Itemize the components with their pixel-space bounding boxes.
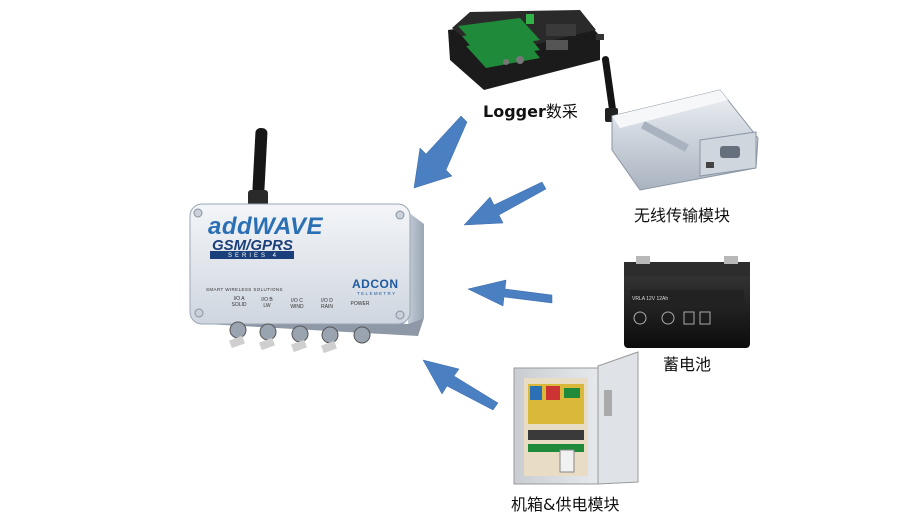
device-slogan: SMART WIRELESS SOLUTIONS <box>206 287 283 292</box>
battery-image: VRLA 12V 12Ah <box>624 256 750 348</box>
cabinet-image <box>513 351 639 485</box>
svg-text:VRLA 12V 12Ah: VRLA 12V 12Ah <box>632 296 668 302</box>
device-series: SERIES 4 <box>228 253 280 259</box>
addwave-device-image <box>189 127 424 354</box>
logger-image <box>448 10 604 90</box>
battery-label: 蓄电池 <box>663 355 712 374</box>
logger-label-en: Logger <box>483 102 546 121</box>
arrow-from-logger <box>413 115 468 189</box>
device-brand: addWAVE <box>208 213 324 240</box>
cabinet-label-pre: 机箱 <box>511 495 544 514</box>
logger-label-cn: 数采 <box>545 102 578 121</box>
gprs-modem-image <box>601 56 759 191</box>
cabinet-label-post: 供电模块 <box>555 495 620 514</box>
gprs-module-label: 无线传输模块 <box>634 206 731 225</box>
maker-subtext: TELEMETRY <box>357 291 397 296</box>
arrow-from-battery <box>467 279 553 307</box>
arrow-from-cabinet <box>422 359 499 411</box>
cabinet-label: 机箱&供电模块 <box>511 491 620 515</box>
device-model: GSM/GPRS <box>212 237 293 254</box>
device-connectors <box>229 321 371 354</box>
port-label-power: POWER <box>350 301 370 307</box>
logger-label: Logger数采 <box>483 98 578 122</box>
arrows <box>413 115 553 411</box>
maker-logo-text: ADCON <box>352 277 399 291</box>
arrow-from-gprs <box>463 181 547 226</box>
cabinet-label-amp: & <box>543 495 556 514</box>
